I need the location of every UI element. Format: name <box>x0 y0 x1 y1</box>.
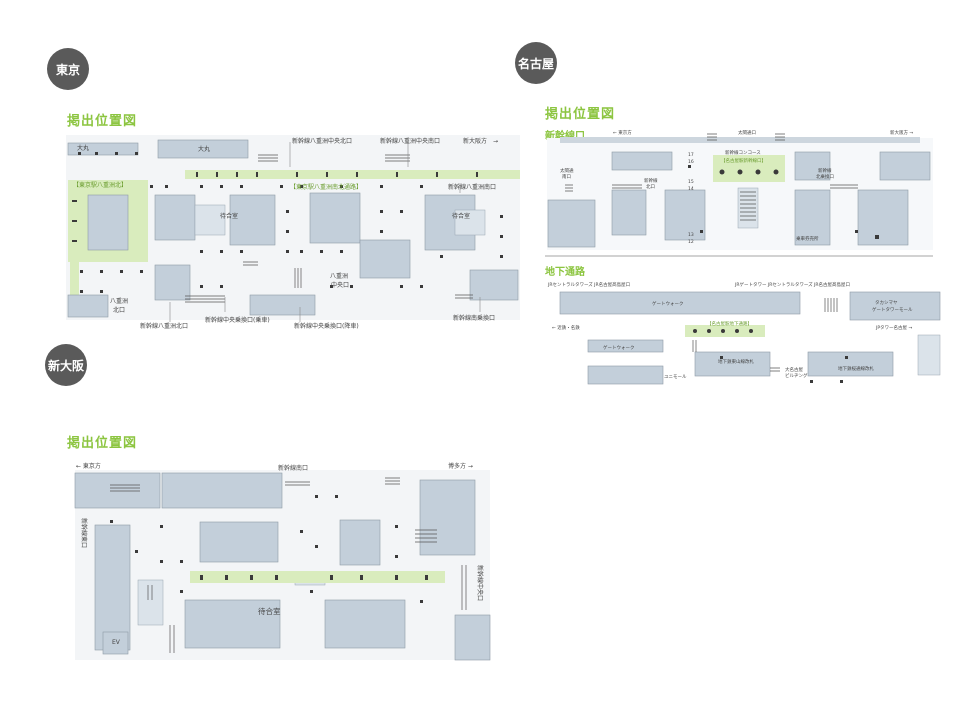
shin-osaka-label-hakata-dir: 博多方 → <box>448 462 473 470</box>
nagoya-label-concourse: 新幹線コンコース <box>725 149 761 156</box>
nagoya-badge: 名古屋 <box>515 42 557 84</box>
tokyo-label-transfer-north: 新幹線中央乗換口(降車) <box>294 322 359 330</box>
shin-osaka-label-ev: EV <box>112 639 121 646</box>
nagoya-label-tokyo-dir: ← 東京方 <box>613 129 632 136</box>
nagoya-label-kintetsu: ← 近鉄・名鉄 <box>552 324 580 331</box>
tokyo-label-green-center: 【東京駅八重洲南北通路】 <box>290 183 362 191</box>
shin-osaka-label-east-exit: 新幹線東口 <box>80 518 88 548</box>
nagoya-label-boarding-hall: 乗車券売所 <box>796 235 819 242</box>
nagoya-label-jr-gate: JRゲートタワー JRセントラルタワーズ JR名古屋髙島屋口 <box>734 281 850 288</box>
nagoya-label-shin-osaka-dir: 新大阪方 → <box>890 129 913 136</box>
nagoya-label-taiko-south: 太閤通 <box>560 167 574 174</box>
nagoya-label-subway-higashiyama: 地下鉄東山線改札 <box>718 358 754 365</box>
nagoya-underground-map: JRセントラルタワーズ JR名古屋髙島屋口 JRゲートタワー JRセントラルタワ… <box>547 281 941 385</box>
tokyo-label-yaesu-south-entrance: 新幹線八重洲南口 <box>448 183 496 191</box>
shin-osaka-label-central-exit: 新幹線中央口 <box>476 565 484 601</box>
tokyo-label-transfer-south: 新幹線中央乗換口(乗車) <box>205 316 270 324</box>
shin-osaka-label-tokyo-dir: ← 東京方 <box>76 462 101 470</box>
shin-osaka-green-zone <box>190 571 445 583</box>
nagoya-label-taiko-south2: 南口 <box>562 173 571 180</box>
nagoya-label-ticket-2: 北口 <box>646 183 655 190</box>
tokyo-label-south-transfer: 新幹線南乗換口 <box>453 314 495 322</box>
tokyo-green-passage <box>185 170 520 179</box>
shin-osaka-label-south-exit: 新幹線南口 <box>278 464 308 472</box>
nagoya-label-shinkansen-n: 新幹線 <box>818 167 832 174</box>
nagoya-label-track-17: 17 <box>688 152 694 158</box>
tokyo-label-green-left: 【東京駅八重洲北】 <box>73 181 127 189</box>
tokyo-heading: 掲出位置図 <box>67 114 138 129</box>
nagoya-green-shinkansen <box>713 155 785 182</box>
nagoya-label-daimei2: ビルヂング <box>785 372 808 379</box>
nagoya-label-track-12: 12 <box>688 239 694 245</box>
tokyo-label-yaesu-chuo-1: 八重洲 <box>330 272 348 280</box>
shin-osaka-heading: 掲出位置図 <box>67 436 138 451</box>
nagoya-label-track-16: 16 <box>688 159 694 165</box>
nagoya-label-track-13: 13 <box>688 232 694 238</box>
tokyo-label-yaesu-chuo-2: 中央口 <box>331 281 349 289</box>
nagoya-heading: 掲出位置図 <box>545 107 616 122</box>
nagoya-label-takashimaya: タカシマヤ <box>875 299 898 306</box>
tokyo-label-waiting-room: 待合室 <box>220 212 238 220</box>
nagoya-label-central-passage: 太閤通口 <box>738 129 756 136</box>
nagoya-label-unimall: ユニモール <box>664 374 687 380</box>
nagoya-label-gate-tower-mall: ゲートタワーモール <box>872 306 913 313</box>
nagoya-label-jp-tower: JPタワー名古屋 → <box>875 324 912 331</box>
nagoya-section-shinkansen: 新幹線口 <box>545 131 585 142</box>
nagoya-label-track-15: 15 <box>688 179 694 185</box>
tokyo-label-yaesu-central-south: 新幹線八重洲中央南口 <box>380 137 440 145</box>
tokyo-map: 大丸 大丸 新幹線八重洲中央北口 新幹線八重洲中央南口 新大阪方 → 【東京駅八… <box>66 135 520 330</box>
tokyo-label-yaesu-north-exit: 新幹線八重洲北口 <box>140 322 188 330</box>
tokyo-label-osaka-dir: 新大阪方 → <box>463 137 498 145</box>
nagoya-shinkansen-map: ← 東京方 太閤通口 新大阪方 → 新幹線コンコース 【名古屋駅新幹線口】 太閤… <box>547 129 933 250</box>
tokyo-badge: 東京 <box>47 48 89 90</box>
tokyo-label-yaesu-north: 新幹線八重洲中央北口 <box>292 137 352 145</box>
tokyo-label-yaesu-exit-1: 八重洲 <box>110 297 128 305</box>
nagoya-label-gate-walk2: ゲートウォーク <box>603 344 635 351</box>
nagoya-section-underground: 地下通路 <box>545 267 585 278</box>
tokyo-label-daimaru-top: 大丸 <box>198 145 210 153</box>
nagoya-label-jr-central: JRセントラルタワーズ JR名古屋髙島屋口 <box>547 281 630 288</box>
nagoya-label-shinkansen-n2: 北乗換口 <box>816 173 834 180</box>
nagoya-label-gate-walk: ゲートウォーク <box>652 300 684 307</box>
shin-osaka-label-waiting-room: 待合室 <box>258 606 281 616</box>
shin-osaka-map: ← 東京方 新幹線南口 博多方 → 新幹線東口 新幹線中央口 待合室 EV <box>74 462 491 661</box>
nagoya-label-ticket-1: 新幹線 <box>644 177 658 184</box>
nagoya-label-track-14: 14 <box>688 186 694 192</box>
tokyo-label-waiting-room-right: 待合室 <box>452 212 470 220</box>
nagoya-label-green-under: 【名古屋駅地下通路】 <box>707 320 752 327</box>
nagoya-label-green-top: 【名古屋駅新幹線口】 <box>721 157 766 164</box>
nagoya-label-daimei: 大名古屋 <box>785 366 803 373</box>
tokyo-label-yaesu-exit-2: 北口 <box>113 306 125 314</box>
shin-osaka-badge: 新大阪 <box>45 344 87 386</box>
nagoya-label-subway-sakura: 地下鉄桜通線改札 <box>838 365 874 372</box>
tokyo-label-daimaru-left: 大丸 <box>77 144 89 152</box>
